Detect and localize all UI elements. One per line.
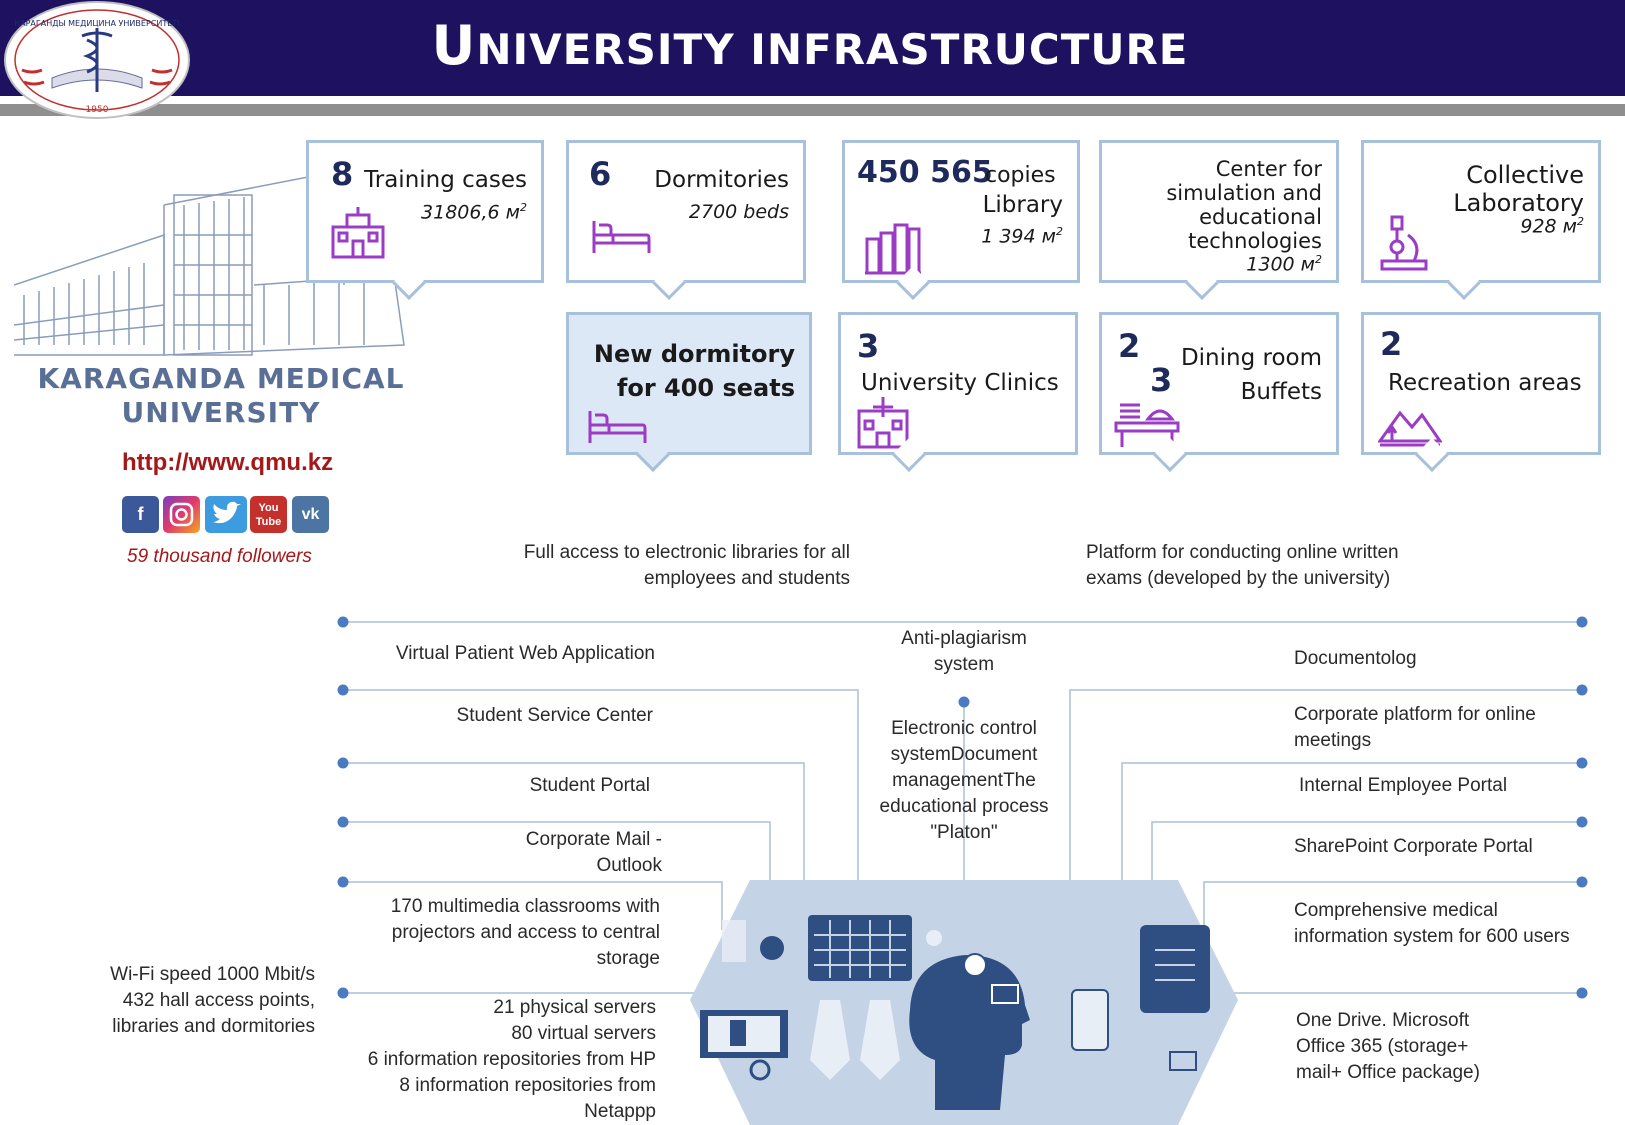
label-virtual-patient: Virtual Patient Web Application bbox=[395, 643, 655, 664]
twitter-icon[interactable] bbox=[205, 496, 247, 533]
simulation-area: 1300 м2 bbox=[1246, 253, 1322, 276]
label-sharepoint: SharePoint Corporate Portal bbox=[1294, 836, 1533, 857]
header-divider bbox=[0, 104, 1625, 116]
card-dormitories: 6 Dormitories 2700 beds bbox=[566, 140, 806, 300]
website-link[interactable]: http://www.qmu.kz bbox=[122, 449, 334, 476]
hospital-icon bbox=[857, 397, 909, 449]
facebook-icon[interactable]: f bbox=[122, 496, 159, 533]
label-documentolog: Documentolog bbox=[1294, 648, 1417, 669]
dormitories-count: 6 bbox=[589, 155, 612, 193]
recreation-label: Recreation areas bbox=[1388, 370, 1582, 396]
dormitories-label: Dormitories bbox=[654, 167, 789, 193]
logo-year: 1950 bbox=[86, 105, 109, 115]
clinics-count: 3 bbox=[857, 327, 880, 365]
dining-count: 2 bbox=[1118, 327, 1141, 365]
header-bar bbox=[0, 0, 1625, 96]
card-dining: 2 3 Dining room Buffets bbox=[1099, 312, 1339, 472]
books-icon bbox=[865, 223, 921, 275]
library-area: 1 394 м2 bbox=[981, 225, 1063, 248]
brand-name: KARAGANDA MEDICAL UNIVERSITY bbox=[18, 362, 424, 430]
label-corporate-mail: Corporate Mail -Outlook bbox=[525, 829, 662, 876]
laboratory-area: 928 м2 bbox=[1520, 215, 1584, 238]
new-dormitory-label: New dormitory for 400 seats bbox=[593, 340, 795, 402]
university-logo: КАРАГАНДЫ МЕДИЦИНА УНИВЕРСИТЕТІ 1950 bbox=[4, 1, 190, 119]
page-title: UNIVERSITY INFRASTRUCTURE bbox=[431, 14, 1189, 77]
simulation-label: Center for simulation and educational te… bbox=[1166, 157, 1322, 253]
bed-icon bbox=[592, 221, 651, 253]
technology-hub-illustration bbox=[690, 880, 1238, 1125]
microscope-icon bbox=[1380, 215, 1428, 271]
label-employee-portal: Internal Employee Portal bbox=[1299, 775, 1508, 796]
followers-count: 59 thousand followers bbox=[127, 546, 312, 567]
vk-icon[interactable]: vk bbox=[292, 496, 329, 533]
buffets-count: 3 bbox=[1150, 361, 1173, 399]
card-laboratory: Collective Laboratory 928 м2 bbox=[1361, 140, 1601, 300]
laboratory-label: Collective Laboratory bbox=[1453, 161, 1584, 217]
card-clinics: 3 University Clinics bbox=[838, 312, 1078, 472]
building-icon bbox=[331, 207, 385, 259]
card-simulation-center: Center for simulation and educational te… bbox=[1099, 140, 1339, 300]
training-count: 8 bbox=[331, 155, 354, 193]
brand-name-line1: KARAGANDA MEDICAL bbox=[37, 362, 405, 395]
brand-name-line2: UNIVERSITY bbox=[121, 396, 321, 429]
card-library: 450 565 copies Library 1 394 м2 bbox=[842, 140, 1080, 300]
label-student-portal: Student Portal bbox=[529, 775, 650, 796]
instagram-icon[interactable] bbox=[163, 496, 200, 533]
recreation-count: 2 bbox=[1380, 325, 1403, 363]
training-label: Training cases bbox=[364, 167, 527, 193]
library-label: Library bbox=[982, 192, 1063, 218]
library-unit: copies bbox=[985, 163, 1056, 188]
card-training-cases: 8 Training cases 31806,6 м2 bbox=[306, 140, 544, 300]
label-electronic-libraries: Full access to electronic libraries for … bbox=[523, 542, 850, 589]
dining-label: Dining room Buffets bbox=[1180, 345, 1322, 405]
clinics-label: University Clinics bbox=[861, 370, 1059, 396]
card-new-dormitory: New dormitory for 400 seats bbox=[566, 312, 812, 472]
card-recreation: 2 Recreation areas bbox=[1361, 312, 1601, 472]
bed-icon bbox=[588, 411, 647, 443]
label-student-service-center: Student Service Center bbox=[456, 705, 653, 726]
logo-text: КАРАГАНДЫ МЕДИЦИНА УНИВЕРСИТЕТІ bbox=[14, 19, 179, 28]
library-copies: 450 565 bbox=[857, 155, 993, 190]
training-area: 31806,6 м2 bbox=[421, 201, 527, 224]
dormitories-beds: 2700 beds bbox=[688, 201, 789, 223]
